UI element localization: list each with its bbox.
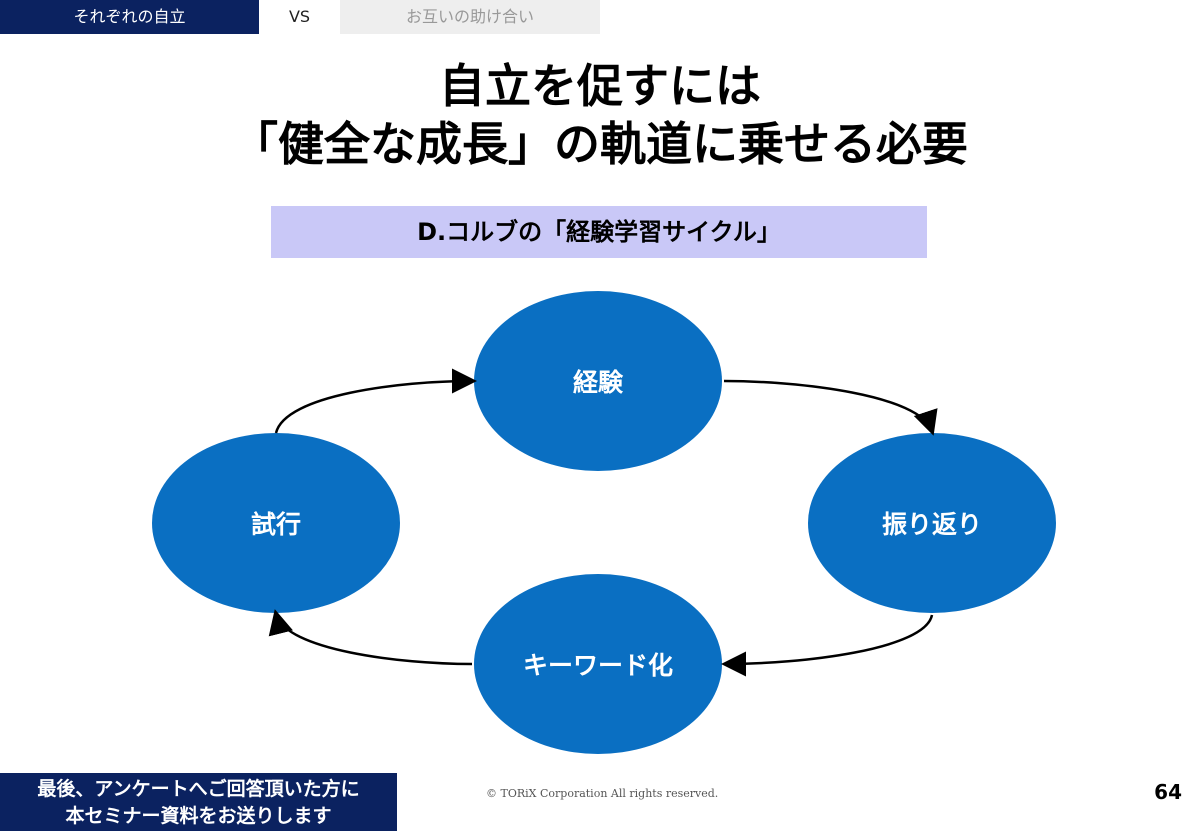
survey-cta-banner: 最後、アンケートへご回答頂いた方に 本セミナー資料をお送りします: [0, 773, 397, 831]
cta-line-1: 最後、アンケートへご回答頂いた方に: [37, 778, 360, 800]
tab-self-reliance: それぞれの自立: [0, 0, 259, 34]
node-reflection: 振り返り: [881, 510, 982, 539]
arrow-trial-to-experience: [274, 368, 477, 434]
copyright: © TORiX Corporation All rights reserved.: [486, 787, 719, 800]
arrow-reflection-to-keyword: [721, 614, 934, 677]
node-reflection-shape: [808, 433, 1056, 613]
node-keyword: キーワード化: [522, 651, 673, 680]
title-line-1: 自立を促すには: [439, 59, 761, 113]
node-keyword-shape: [474, 574, 722, 754]
node-experience-shape: [474, 291, 722, 471]
cta-line-2: 本セミナー資料をお送りします: [65, 805, 332, 827]
node-experience: 経験: [572, 368, 623, 397]
tab-mutual-help: お互いの助け合い: [340, 0, 600, 34]
page-number: 64: [1154, 780, 1182, 804]
node-trial: 試行: [250, 510, 301, 539]
arrow-keyword-to-trial: [268, 609, 473, 666]
arrow-experience-to-reflection: [723, 379, 938, 436]
vs-label: VS: [288, 7, 311, 26]
subtitle-banner: D.コルブの「経験学習サイクル」: [271, 206, 927, 258]
title-line-2: 「健全な成長」の軌道に乗せる必要: [232, 117, 968, 171]
node-trial-shape: [152, 433, 400, 613]
